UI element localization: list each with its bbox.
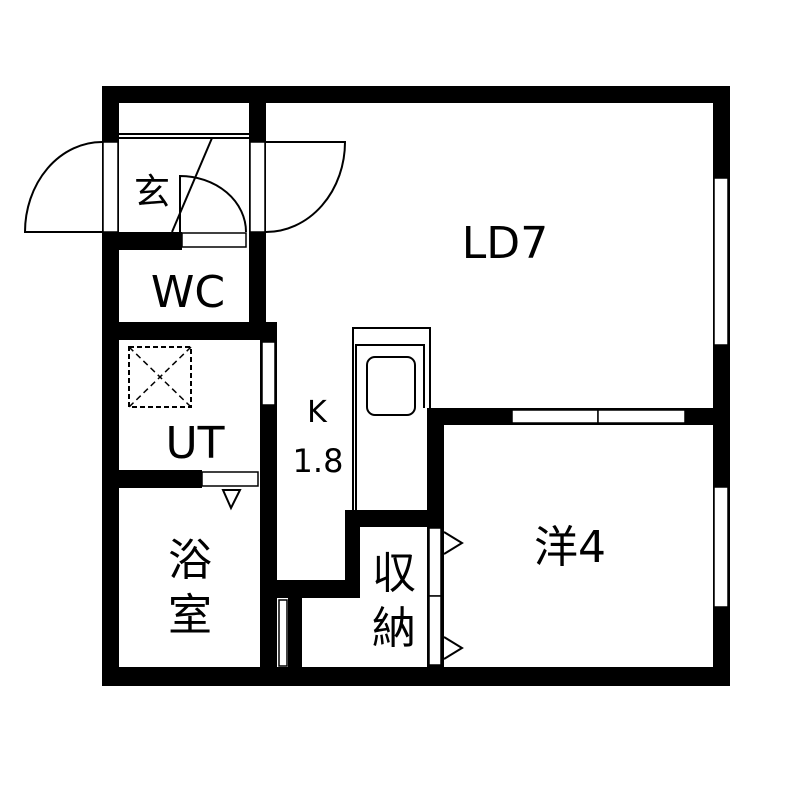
room-label-wc: WC [151,267,225,318]
room-label-storage-1: 収 [372,548,416,599]
room-label-entrance: 玄 [134,172,170,213]
slit-opening [278,599,288,667]
room-label-storage-2: 納 [372,603,416,654]
kitchen-counter [352,327,431,520]
labels: 玄 WC UT K 1.8 LD7 洋4 浴 室 収 納 [134,172,606,654]
sink [366,356,416,416]
entrance-door-frame [102,141,119,233]
sliding-door-right [597,409,686,424]
door-swings [23,133,464,660]
openings [102,141,729,667]
ut-window [261,341,276,406]
room-label-bath-2: 室 [168,590,212,641]
ld-window [713,177,729,346]
storage-door-marker-upper [443,531,464,555]
room-label-western: 洋4 [534,522,606,573]
ld-door-frame [249,141,266,233]
sliding-door-left [511,409,599,424]
room-label-ut: UT [165,418,224,469]
wc-door-swing [179,174,247,233]
room-label-ld: LD7 [462,218,548,269]
entrance-door-swing [23,141,103,233]
room-size-kitchen: 1.8 [293,442,344,480]
storage-door-lower [428,595,442,666]
ventilation-fan [128,346,192,408]
room-label-bath-1: 浴 [168,535,212,586]
wc-door-frame [181,232,247,248]
entrance-step-diagonal [171,137,213,233]
bath-door-marker [221,489,242,511]
western-window [713,486,729,608]
storage-door-marker-lower [443,636,464,660]
room-label-kitchen: K [307,395,328,430]
ld-door-swing [265,141,347,233]
bath-door-frame [201,471,259,487]
storage-door-upper [428,527,442,597]
